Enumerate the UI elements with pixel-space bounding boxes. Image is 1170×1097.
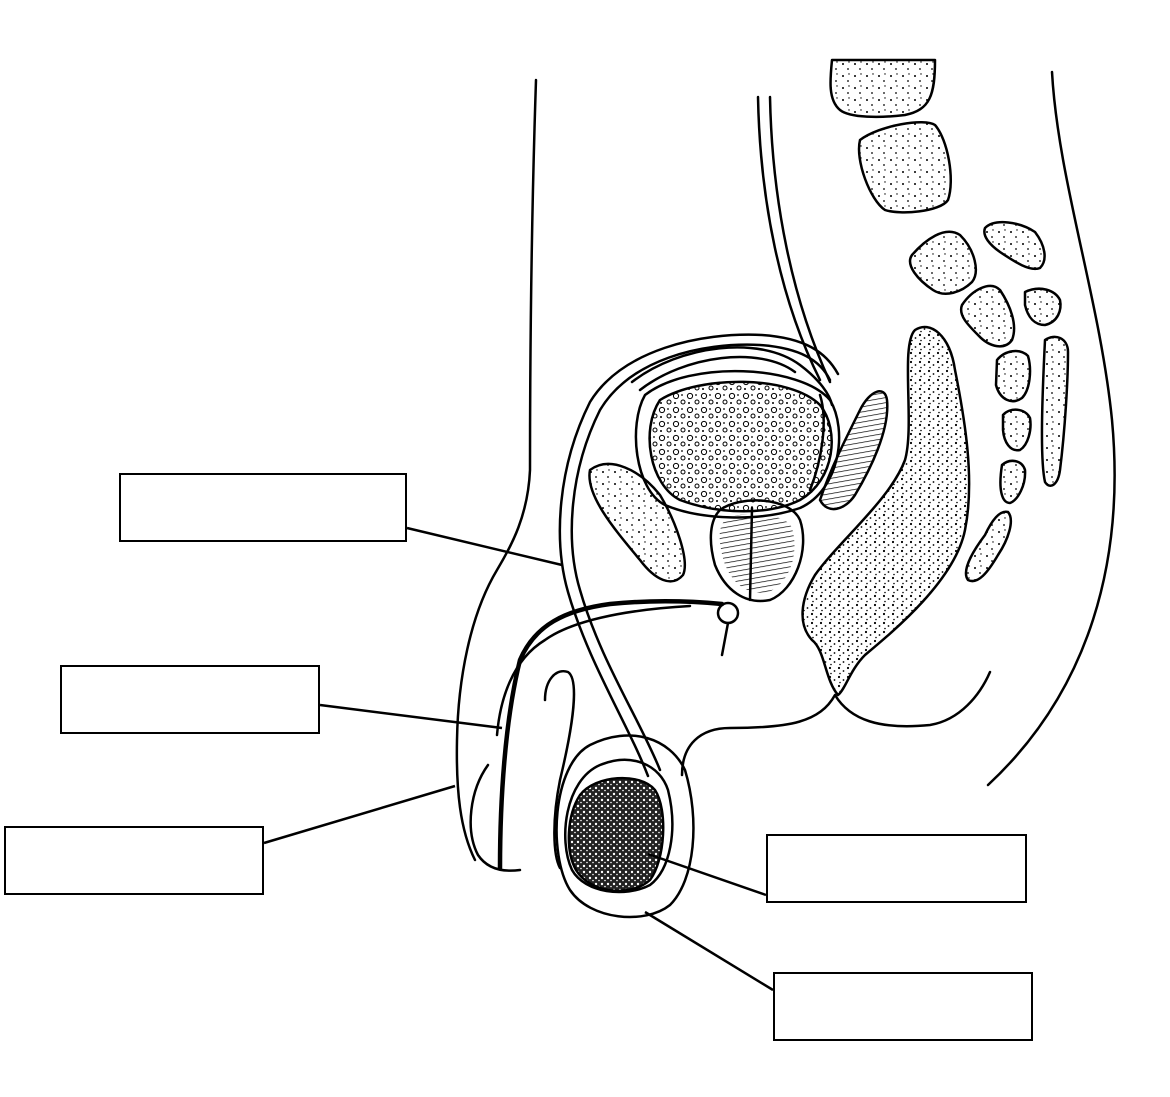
- vertebra-4: [984, 222, 1044, 269]
- coccyx: [966, 512, 1011, 581]
- vertebra-5: [961, 286, 1014, 346]
- prostate-hatch: [720, 514, 795, 593]
- leader-line-3: [264, 786, 455, 843]
- bulbourethral-duct: [722, 623, 728, 655]
- vertebra-1: [830, 60, 935, 117]
- vertebra-6: [1025, 289, 1060, 325]
- label-box-penis[interactable]: [4, 826, 264, 895]
- anterior-body-wall: [457, 80, 536, 860]
- leader-line-1: [407, 528, 562, 565]
- label-box-urethra[interactable]: [60, 665, 320, 734]
- ureter-right: [770, 97, 830, 382]
- bladder: [650, 382, 832, 511]
- vertebra-3: [910, 232, 976, 294]
- leader-line-2: [320, 705, 502, 728]
- leader-line-5: [645, 912, 773, 990]
- testis: [569, 778, 663, 891]
- label-box-testis[interactable]: [766, 834, 1027, 903]
- vertebra-8: [1042, 337, 1068, 486]
- penis-shaft-outline: [497, 606, 690, 735]
- leader-line-4: [648, 854, 766, 895]
- label-box-scrotum[interactable]: [773, 972, 1033, 1041]
- vertebra-9: [1003, 410, 1031, 451]
- vertebra-2: [859, 122, 951, 212]
- rectum: [803, 327, 970, 695]
- glans-outline: [471, 765, 520, 871]
- bulbourethral-gland: [718, 603, 738, 623]
- label-box-vas-deferens[interactable]: [119, 473, 407, 542]
- vertebra-7: [996, 351, 1030, 401]
- vertebra-10: [1000, 461, 1025, 503]
